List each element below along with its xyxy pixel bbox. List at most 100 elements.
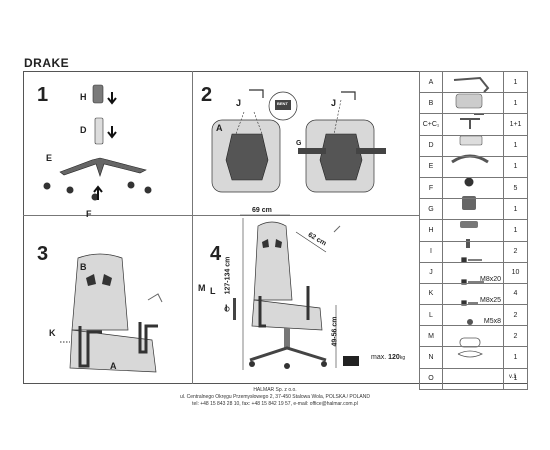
dimension-height: 127-134 cm (224, 256, 232, 295)
backrest (71, 253, 129, 331)
part-code: L (419, 304, 443, 327)
allen-key-icon (333, 225, 341, 233)
headrest-slots (262, 239, 282, 248)
seat-mechanism (225, 133, 269, 181)
part-code: M (419, 325, 443, 348)
part-qty: 1 (503, 198, 528, 221)
part-code: K (419, 282, 443, 306)
part-image-cell: M8x25 (442, 282, 504, 306)
label-m: M (198, 283, 206, 293)
label-g: G (296, 140, 302, 147)
allen-key-icon (147, 293, 163, 303)
allen-key-icon (341, 91, 356, 100)
part-image-cell (442, 155, 504, 178)
part-qty: 1 (503, 155, 528, 178)
dashed-guide (253, 111, 263, 135)
part-code: J (419, 261, 443, 284)
part-code: D (419, 134, 443, 157)
part-image-cell (442, 325, 504, 348)
step4-illustration (224, 214, 359, 370)
divider-vertical-bottom (192, 215, 193, 384)
stamp-plate (275, 100, 291, 110)
caster-wheel (91, 193, 99, 201)
part-code: N (419, 346, 443, 369)
part-code: B (419, 92, 443, 115)
gas-lift-cover (92, 84, 104, 104)
label-e: E (46, 153, 53, 163)
depth-dimension-line (295, 231, 327, 253)
star-base (59, 157, 147, 177)
seat-cushion (251, 299, 323, 331)
max-load-label: max. 120kg (371, 354, 406, 361)
part-qty: 2 (503, 325, 528, 348)
part-qty: 1+1 (503, 113, 528, 136)
arrow-down-icon (107, 92, 117, 105)
star-base (249, 346, 327, 362)
step-number-3: 3 (37, 243, 49, 265)
part-code: G (419, 198, 443, 221)
part-qty: 10 (503, 261, 528, 284)
footer-company: HALMAR Sp. z o.o. (253, 387, 297, 393)
tilt-lever (356, 148, 386, 154)
part-qty: 1 (503, 92, 528, 115)
part-image-cell (442, 113, 504, 136)
part-image-cell (442, 176, 504, 200)
step2-illustration (211, 89, 386, 193)
label-d: D (80, 125, 87, 135)
dashed-guide (235, 111, 245, 135)
label-j: J (236, 98, 242, 108)
instruction-frame (23, 71, 528, 384)
seat-cushion (69, 329, 157, 373)
part-qty: 2 (503, 304, 528, 327)
part-qty: 1 (503, 367, 528, 390)
weight-icon (343, 356, 359, 366)
gas-cylinder (94, 117, 104, 145)
part-note: M8x20 (479, 275, 501, 283)
dimension-seat-height: 49-56 cm (331, 316, 339, 347)
divider-vertical-top (192, 71, 193, 215)
part-note: M5x8 (483, 318, 501, 326)
caster-wheel (66, 186, 74, 194)
label-a-step3: A (110, 361, 117, 371)
footer-address: ul. Centralnego Okręgu Przemysłowego 2, … (179, 394, 370, 400)
label-i: I (225, 303, 228, 313)
caster-wheel (144, 186, 152, 194)
gas-lift (284, 328, 290, 348)
part-code: A (419, 70, 443, 94)
part-image-cell (442, 346, 504, 369)
part-image-cell (442, 219, 504, 242)
part-image-cell: M5x8 (442, 304, 504, 327)
part-qty: 4 (503, 282, 528, 306)
allen-key-icon (249, 89, 264, 98)
footer-contact: tel: +48 15 843 28 10, fax: +48 15 842 1… (192, 401, 358, 407)
label-j-2: J (331, 98, 337, 108)
product-title: DRAKE (24, 56, 70, 70)
headrest-slots (86, 274, 112, 286)
seat-mechanism (319, 133, 363, 181)
part-note: M8x25 (479, 297, 501, 305)
label-f: F (86, 209, 92, 219)
arrow-up-icon (93, 185, 103, 200)
part-qty: 1 (503, 70, 528, 94)
step1-illustration (43, 84, 152, 201)
backrest (253, 221, 293, 301)
caster-wheel (321, 361, 327, 367)
armrest-right (138, 322, 158, 354)
